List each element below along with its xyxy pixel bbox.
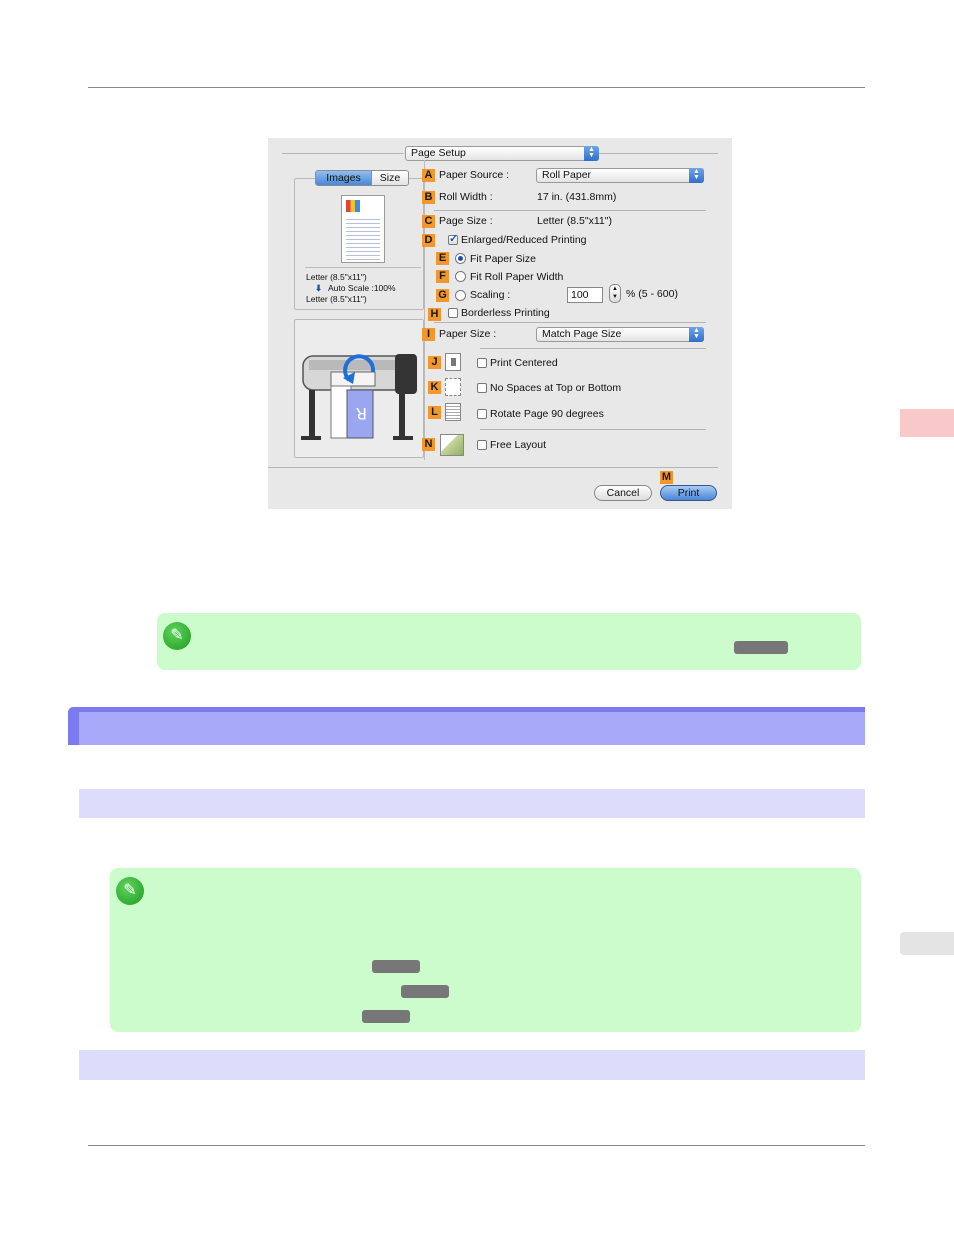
reference-link-4[interactable] — [362, 1010, 410, 1023]
note-box-2: ✎ — [110, 868, 861, 1032]
reference-link-3[interactable] — [401, 985, 449, 998]
free-layout-label: Free Layout — [490, 439, 547, 451]
badge-f: F — [436, 270, 449, 283]
badge-m: M — [660, 471, 673, 484]
note-box-1: ✎ — [157, 613, 861, 670]
paper-size-label: Paper Size : — [439, 328, 497, 340]
print-centered-icon — [445, 353, 461, 371]
paper-source-popup[interactable]: Roll Paper ▲▼ — [536, 168, 704, 183]
scaling-label: Scaling : — [470, 289, 511, 301]
paper-size-popup[interactable]: Match Page Size ▲▼ — [536, 327, 704, 342]
down-arrow-icon: ⬇ — [315, 283, 323, 293]
section-header — [79, 712, 865, 745]
roll-width-label: Roll Width : — [439, 191, 493, 203]
pencil-note-icon: ✎ — [163, 622, 191, 650]
badge-g: G — [436, 289, 449, 302]
side-tab-chapter[interactable] — [900, 409, 954, 437]
badge-b: B — [422, 191, 435, 204]
separator-1 — [434, 210, 706, 211]
badge-d: D — [422, 234, 435, 247]
print-centered-label: Print Centered — [490, 357, 558, 369]
enlarged-reduced-checkbox[interactable] — [448, 232, 458, 245]
badge-a: A — [422, 169, 435, 182]
page-size-value: Letter (8.5"x11") — [537, 215, 612, 227]
no-spaces-icon — [445, 378, 461, 396]
side-tab-index[interactable] — [900, 932, 954, 955]
tab-bar: Images Size — [315, 170, 409, 186]
dialog-bottom-separator — [268, 467, 718, 468]
rotate-page-icon — [445, 403, 461, 421]
badge-k: K — [428, 381, 441, 394]
badge-n: N — [422, 438, 435, 451]
svg-text:R: R — [356, 404, 367, 423]
borderless-printing-label: Borderless Printing — [461, 307, 550, 319]
preview-line3: Letter (8.5"x11") — [306, 294, 367, 304]
print-button[interactable]: Print — [660, 485, 717, 501]
footer-rule — [88, 1145, 865, 1146]
printer-illustration-panel: R — [294, 319, 424, 458]
fit-paper-size-radio[interactable] — [455, 253, 466, 264]
preview-text-lines — [346, 216, 380, 260]
tab-images[interactable]: Images — [316, 171, 372, 185]
pencil-note-icon: ✎ — [116, 877, 144, 905]
scaling-input[interactable]: 100 — [567, 287, 603, 303]
free-layout-icon — [440, 434, 464, 456]
popup-arrows-icon: ▲▼ — [584, 146, 599, 161]
tab-size[interactable]: Size — [372, 171, 408, 185]
subsection-header-1 — [79, 789, 865, 818]
badge-h: H — [428, 308, 441, 321]
no-spaces-checkbox[interactable] — [477, 383, 487, 393]
cancel-button[interactable]: Cancel — [594, 485, 652, 501]
fit-paper-size-label: Fit Paper Size — [470, 253, 536, 265]
preview-panel: Letter (8.5"x11") ⬇ Auto Scale :100% Let… — [294, 178, 424, 310]
roll-width-value: 17 in. (431.8mm) — [537, 191, 617, 203]
scaling-stepper[interactable]: ▲▼ — [609, 284, 621, 303]
badge-e: E — [436, 252, 449, 265]
subsection-header-2 — [79, 1050, 865, 1080]
separator-4 — [480, 429, 706, 430]
fit-roll-paper-width-radio[interactable] — [455, 271, 466, 282]
column-divider — [424, 160, 425, 460]
reference-link-1[interactable] — [734, 641, 788, 654]
print-centered-checkbox[interactable] — [477, 358, 487, 368]
scaling-range-label: % (5 - 600) — [626, 288, 678, 300]
badge-c: C — [422, 215, 435, 228]
preview-separator — [305, 267, 421, 268]
free-layout-checkbox[interactable] — [477, 440, 487, 450]
reference-link-2[interactable] — [372, 960, 420, 973]
badge-j: J — [428, 356, 441, 369]
paper-source-value: Roll Paper — [542, 169, 592, 181]
page-preview-thumbnail — [341, 195, 385, 263]
page-size-label: Page Size : — [439, 215, 493, 227]
printer-illustration: R — [301, 354, 417, 440]
paper-size-value: Match Page Size — [542, 328, 622, 340]
borderless-printing-checkbox[interactable] — [448, 308, 458, 318]
badge-l: L — [428, 406, 441, 419]
page-setup-dialog: Page Setup ▲▼ Letter (8.5"x11") ⬇ Auto S… — [268, 138, 732, 509]
preview-line1: Letter (8.5"x11") — [306, 272, 367, 282]
separator-2 — [434, 322, 706, 323]
separator-3 — [480, 348, 706, 349]
rotate-page-checkbox[interactable] — [477, 409, 487, 419]
badge-i: I — [422, 328, 435, 341]
preview-line2: Auto Scale :100% — [328, 283, 396, 293]
scaling-radio[interactable] — [455, 290, 466, 301]
paper-source-label: Paper Source : — [439, 169, 510, 181]
dialog-top-separator-left — [282, 153, 404, 154]
preview-image-icon — [346, 200, 360, 212]
popup-arrows-icon: ▲▼ — [689, 168, 704, 183]
dialog-top-separator-right — [598, 153, 718, 154]
popup-arrows-icon: ▲▼ — [689, 327, 704, 342]
enlarged-reduced-label: Enlarged/Reduced Printing — [461, 234, 587, 246]
print-centered-icon-mark — [451, 358, 456, 366]
rotate-page-label: Rotate Page 90 degrees — [490, 408, 604, 420]
no-spaces-label: No Spaces at Top or Bottom — [490, 382, 622, 394]
fit-roll-paper-width-label: Fit Roll Paper Width — [470, 271, 564, 283]
page-setup-popup[interactable]: Page Setup ▲▼ — [405, 146, 599, 161]
header-rule — [88, 87, 865, 88]
page-setup-popup-label: Page Setup — [411, 147, 466, 159]
